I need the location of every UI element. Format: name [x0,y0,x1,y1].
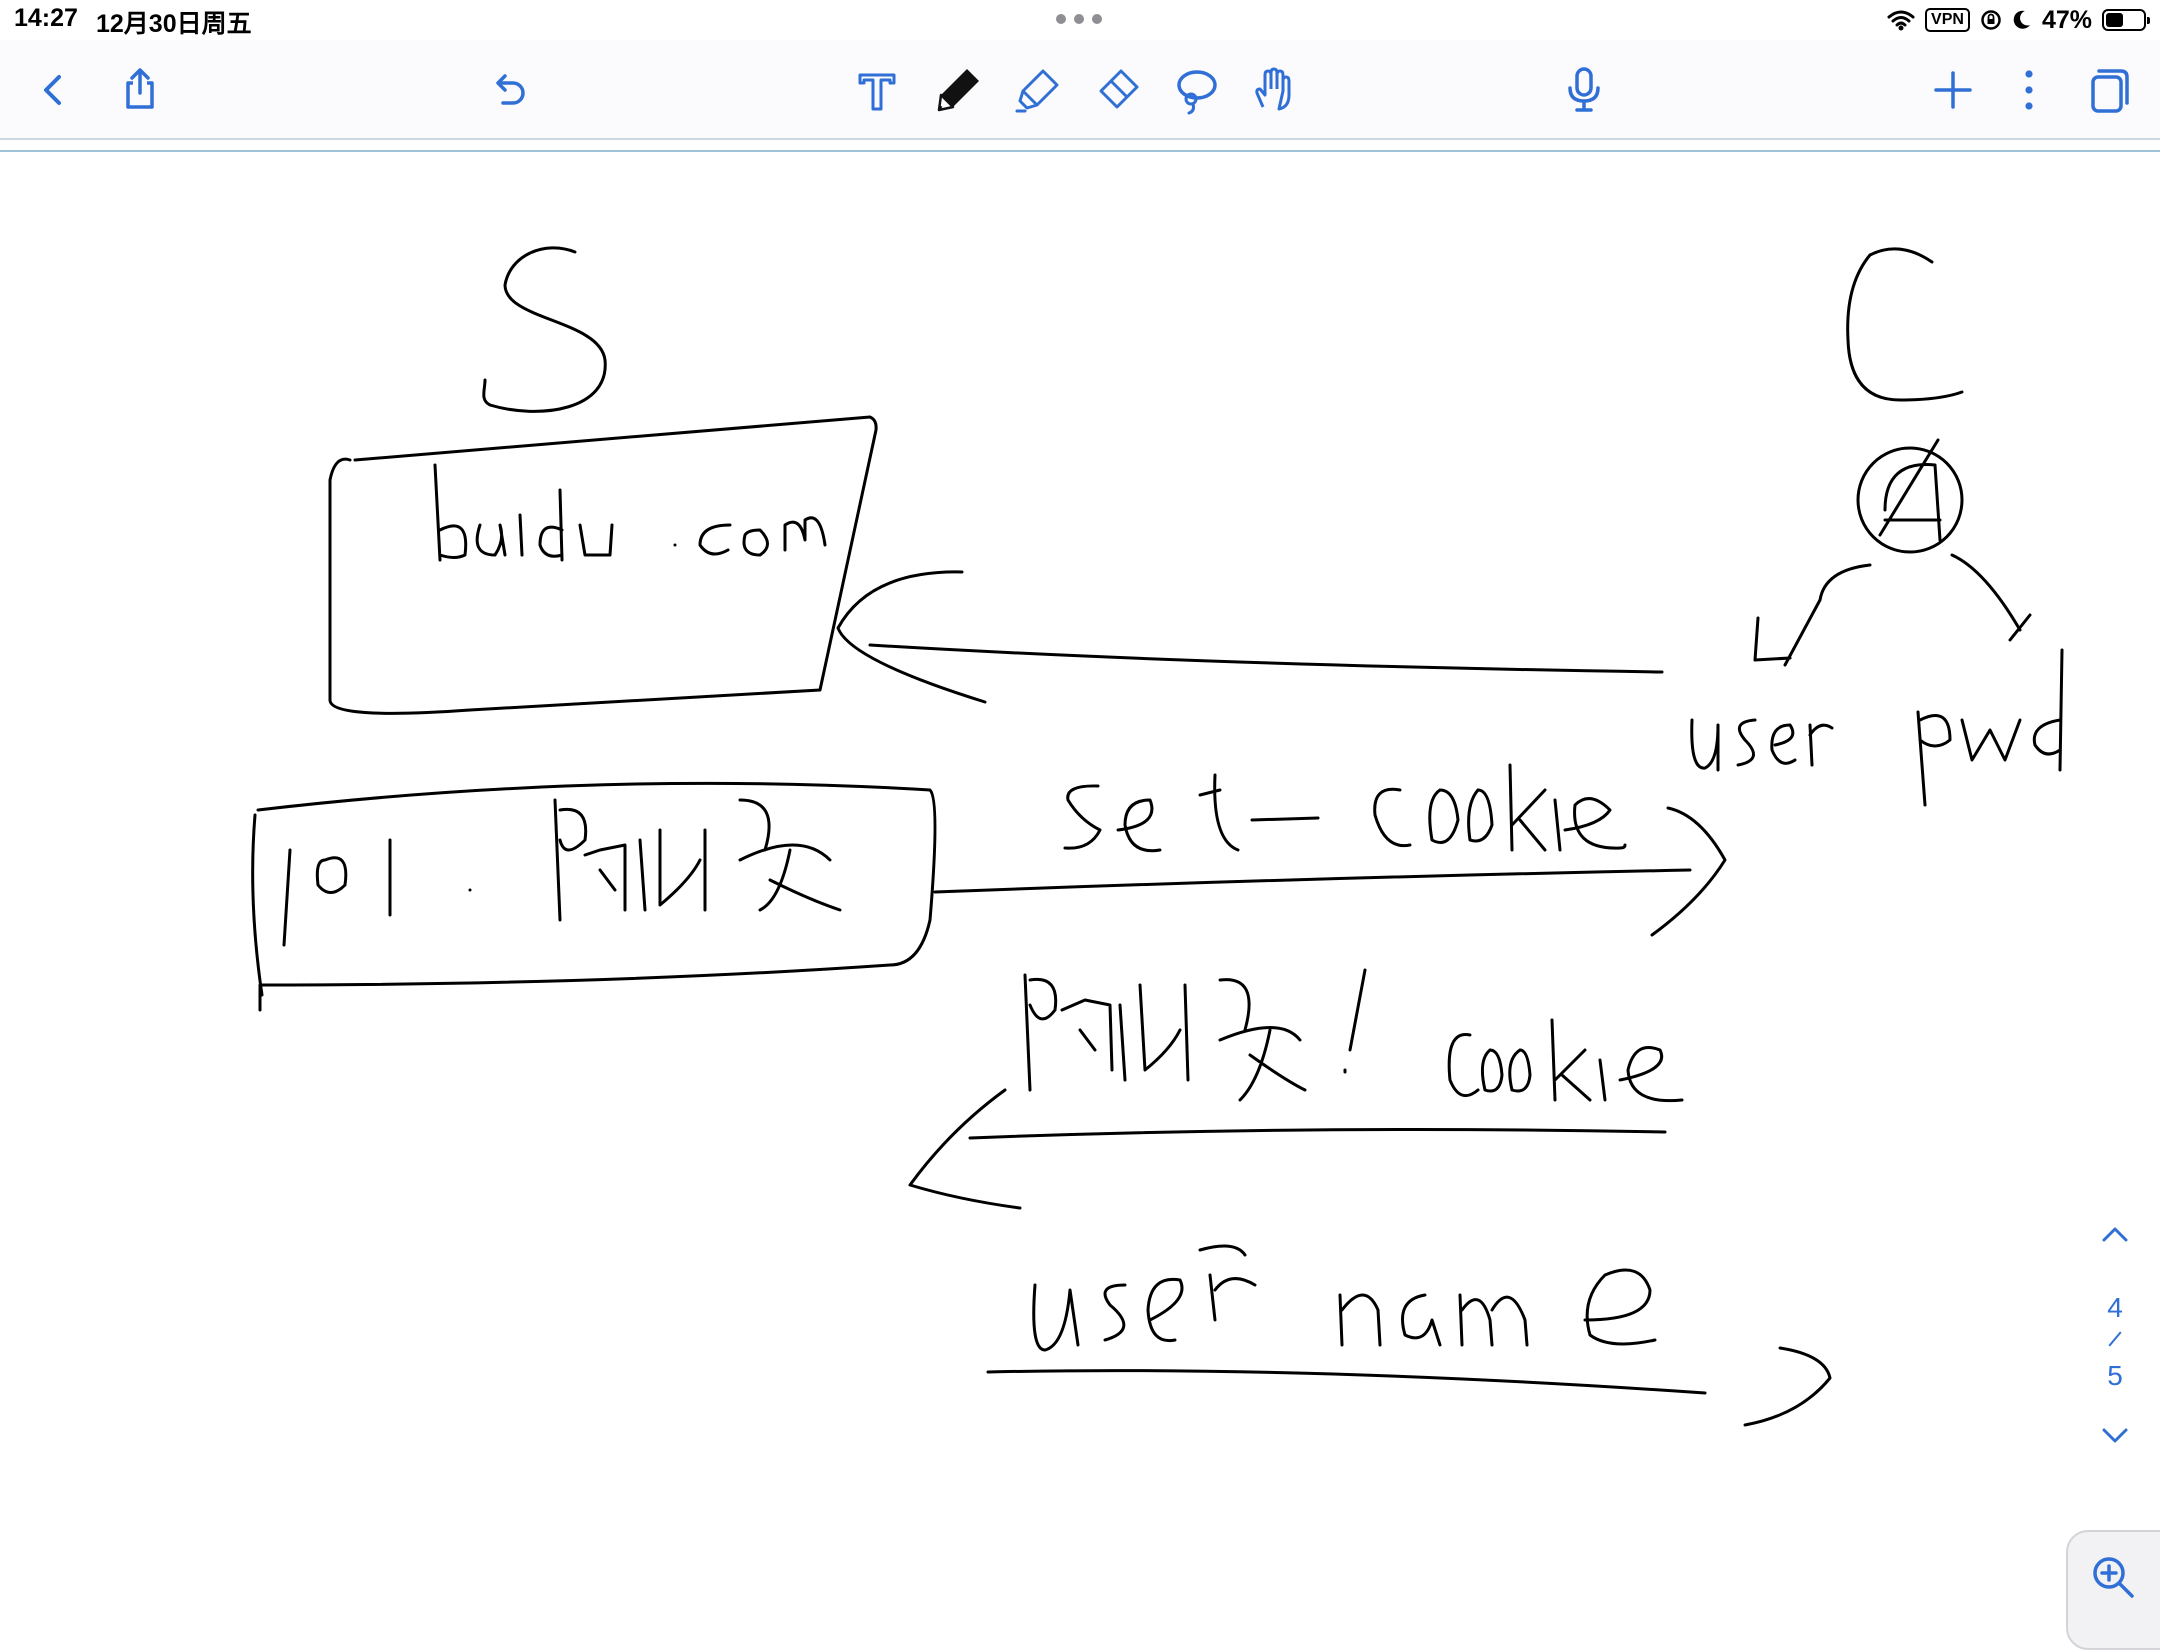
share-button[interactable] [110,60,170,120]
status-date: 12月30日周五 [96,10,252,38]
handwriting-branch-right [1950,553,2032,642]
page-navigator: 4 5 [2080,1220,2150,1460]
undo-icon [496,74,525,105]
page-up-icon[interactable] [2100,1220,2130,1250]
handwriting-arrow-to-server [836,570,1664,704]
battery-percent: 47% [2041,5,2092,34]
hand-tool-icon [1255,67,1291,111]
text-tool-icon [858,73,896,111]
multitasking-dots[interactable] [1056,14,1104,26]
total-page-number: 5 [2107,1360,2123,1391]
rotation-lock-icon [1981,10,2001,30]
status-bar: 14:27 12月30日周五 VPN 47% [0,0,2160,40]
pages-icon [2091,69,2129,113]
more-icon [2025,70,2033,110]
add-page-button[interactable] [1923,60,1983,120]
handwriting-server-label [482,246,607,413]
handwriting-branch-left [1753,563,1872,667]
handwriting-session-box [251,781,937,1012]
page-top-rule [0,150,2160,152]
page-separator [2108,1331,2122,1347]
add-icon [1934,71,1972,109]
handwriting-server-box-text [433,463,827,562]
battery-icon [2102,9,2150,31]
text-tool-button[interactable] [847,60,907,120]
microphone-button[interactable] [1554,60,1614,120]
eraser-tool-icon [1099,69,1139,109]
highlighter-tool-button[interactable] [1008,60,1068,120]
share-icon [126,68,154,109]
notes-toolbar [0,40,2160,140]
pen-tool-icon [937,69,979,112]
status-time: 14:27 [14,4,78,32]
handwriting-arrow-to-client-2 [986,1346,1832,1427]
microphone-icon [1568,67,1600,112]
note-canvas[interactable] [0,152,2160,1620]
undo-button[interactable] [478,60,538,120]
handwriting-client-circle-text [1878,438,1942,542]
handwriting-arrow-to-server-2 [908,1088,1667,1210]
back-icon [44,75,61,105]
lasso-tool-button[interactable] [1166,60,1226,120]
highlighter-tool-icon [1015,69,1059,113]
handwriting-set-cookie-text [1063,763,1627,853]
handwriting-client-fields [1690,648,2064,807]
page-down-icon[interactable] [2100,1420,2130,1450]
pen-tool-button[interactable] [928,60,988,120]
handwriting-bottom-label-text [1032,1244,1657,1352]
pages-button[interactable] [2076,60,2136,120]
handwriting-client-label [1846,247,1964,402]
current-page-number: 4 [2107,1292,2123,1323]
handwriting-returned-value-text [1023,968,1684,1103]
wifi-icon [1887,10,1915,31]
zoom-in-icon [2093,1557,2134,1598]
hand-tool-button[interactable] [1244,60,1304,120]
more-button[interactable] [1999,60,2059,120]
lasso-tool-icon [1177,70,1217,115]
handwriting-layer [251,246,2064,1427]
back-button[interactable] [24,60,84,120]
toolbar-divider [0,138,2160,140]
handwriting-arrow-to-client [933,806,1727,937]
handwriting-server-box [328,415,878,715]
eraser-tool-button[interactable] [1088,60,1148,120]
handwriting-session-box-text [282,798,842,947]
vpn-badge: VPN [1925,8,1970,32]
moon-icon [2013,10,2030,29]
zoom-button[interactable] [2066,1530,2160,1650]
